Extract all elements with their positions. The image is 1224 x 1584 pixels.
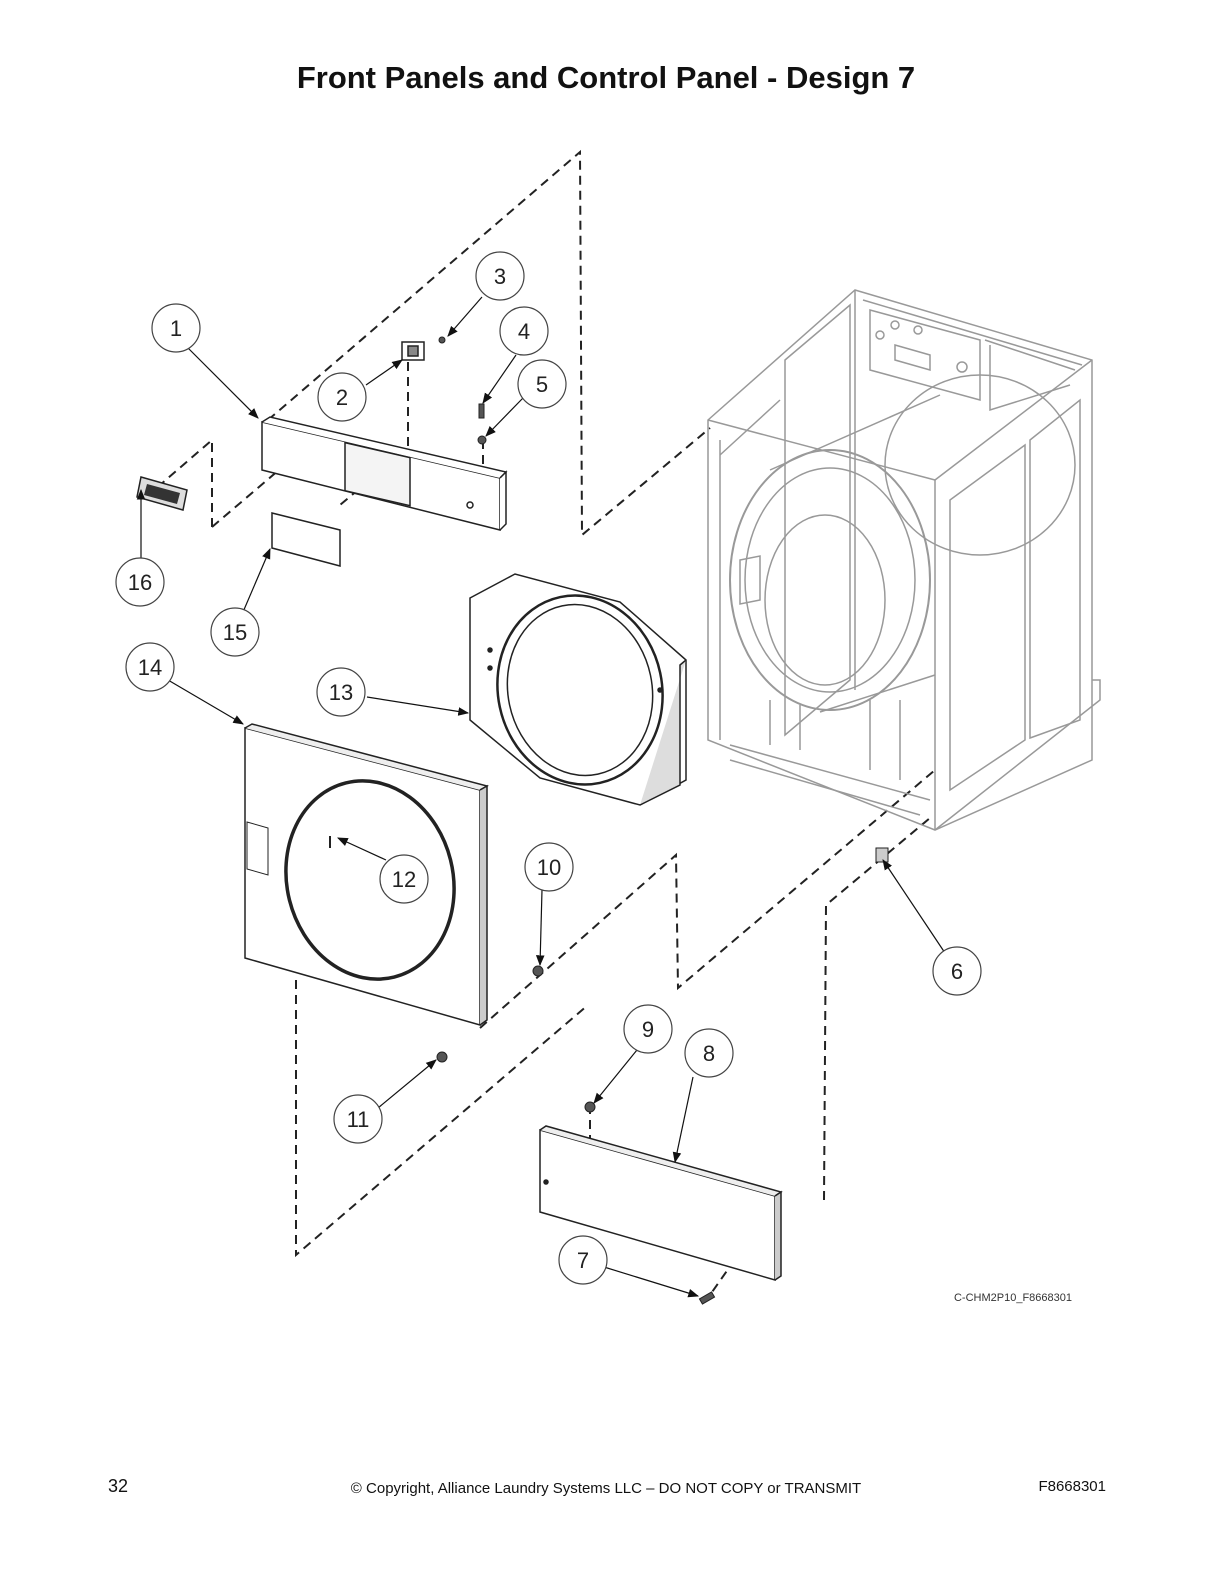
callout-11: 11 xyxy=(333,1094,383,1144)
callout-circle xyxy=(210,607,260,657)
callout-9: 9 xyxy=(623,1004,673,1054)
callout-5: 5 xyxy=(517,359,567,409)
callout-circle xyxy=(475,251,525,301)
document-id: F8668301 xyxy=(1038,1478,1106,1495)
callout-circle xyxy=(684,1028,734,1078)
drawing-reference: C-CHM2P10_F8668301 xyxy=(954,1292,1072,1304)
callout-8: 8 xyxy=(684,1028,734,1078)
callout-number: 2 xyxy=(336,385,348,410)
callout-number: 16 xyxy=(128,570,152,595)
callout-circle xyxy=(524,842,574,892)
washer-cabinet-assembly xyxy=(707,289,1101,831)
callout-10: 10 xyxy=(524,842,574,892)
callout-number: 6 xyxy=(951,959,963,984)
callout-13: 13 xyxy=(316,667,366,717)
callout-number: 3 xyxy=(494,264,506,289)
callout-circle xyxy=(317,372,367,422)
callout-circle xyxy=(316,667,366,717)
page-number: 32 xyxy=(108,1476,129,1496)
callout-number: 14 xyxy=(138,655,162,680)
callout-number: 1 xyxy=(170,316,182,341)
callout-circle xyxy=(623,1004,673,1054)
callout-number: 4 xyxy=(518,319,530,344)
page-title: Front Panels and Control Panel - Design … xyxy=(296,60,916,95)
front-panel-part-14 xyxy=(244,723,489,1026)
label-part-15 xyxy=(271,512,341,567)
lower-panel-part-8 xyxy=(539,1125,783,1281)
callout-2: 2 xyxy=(317,372,367,422)
callout-number: 5 xyxy=(536,372,548,397)
callout-number: 11 xyxy=(347,1107,370,1132)
switch-part-2 xyxy=(401,341,425,361)
callout-circle xyxy=(115,557,165,607)
callout-number: 9 xyxy=(642,1017,654,1042)
callout-circle xyxy=(517,359,567,409)
callout-3: 3 xyxy=(475,251,525,301)
callout-1: 1 xyxy=(151,303,201,353)
callout-4: 4 xyxy=(499,306,549,356)
callout-circle xyxy=(125,642,175,692)
callout-number: 7 xyxy=(577,1248,589,1273)
inner-front-panel-part-13 xyxy=(469,573,687,806)
callout-circle xyxy=(499,306,549,356)
callout-number: 15 xyxy=(223,620,247,645)
copyright-notice: © Copyright, Alliance Laundry Systems LL… xyxy=(350,1480,862,1497)
callout-circle xyxy=(333,1094,383,1144)
callout-7: 7 xyxy=(558,1235,608,1285)
callout-circle xyxy=(151,303,201,353)
callout-number: 10 xyxy=(537,855,561,880)
callout-6: 6 xyxy=(932,946,982,996)
callout-15: 15 xyxy=(210,607,260,657)
callout-12: 12 xyxy=(379,854,429,904)
callout-number: 13 xyxy=(329,680,353,705)
callout-circle xyxy=(558,1235,608,1285)
control-panel-part-1 xyxy=(261,416,508,531)
callout-circle xyxy=(379,854,429,904)
callout-number: 8 xyxy=(703,1041,715,1066)
callout-circle xyxy=(932,946,982,996)
callout-16: 16 xyxy=(115,557,165,607)
callout-number: 12 xyxy=(392,867,416,892)
small-hardware xyxy=(436,336,889,1305)
callout-leaders xyxy=(136,296,946,1298)
callout-14: 14 xyxy=(125,642,175,692)
